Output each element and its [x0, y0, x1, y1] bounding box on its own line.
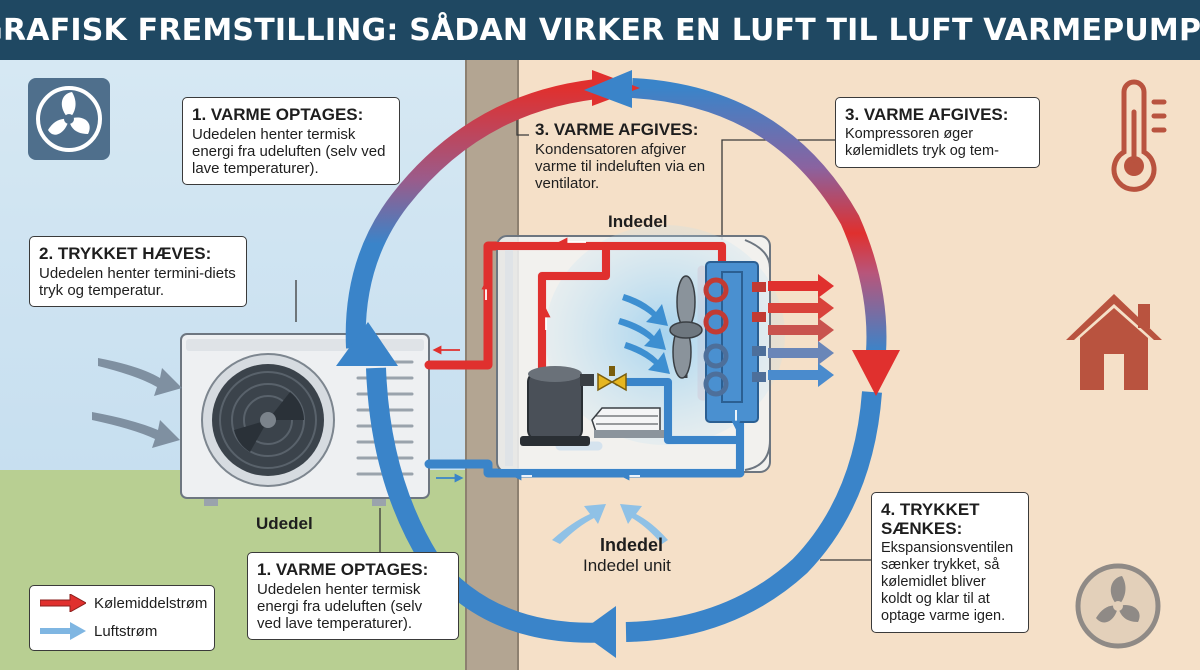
callout-title: 2. TRYKKET HÆVES:: [39, 244, 212, 263]
callout-body: Udedelen henter termini-diets tryk og te…: [39, 265, 236, 299]
callout-title: 3. VARME AFGIVES:: [845, 105, 1009, 124]
callout-title: 1. VARME OPTAGES:: [192, 105, 364, 124]
outdoor-intake-arrows: [92, 358, 182, 448]
fan-icon: [1075, 563, 1161, 649]
legend-item-airflow: Luftstrøm: [40, 622, 157, 640]
legend-item-refrigerant: Kølemiddelstrøm: [40, 594, 207, 612]
legend-label: Luftstrøm: [94, 622, 158, 640]
indoor-pipes: [493, 242, 744, 477]
expansion-valve: [597, 366, 627, 392]
pipe-flow-markers: [432, 237, 741, 483]
indoor-unit-label: Indedel: [608, 212, 668, 231]
callout-body: Udedelen henter termisk energi fra udelu…: [192, 126, 386, 177]
warm-air-output-arrows: [768, 274, 834, 387]
callout-body: Kondensatoren afgiver varme til indeluft…: [535, 141, 706, 192]
callout-pressure-raised: 2. TRYKKET HÆVES: Udedelen henter termin…: [29, 236, 247, 307]
callout-body: Kompressoren øger kølemidlets tryk og te…: [845, 126, 999, 159]
callout-title: 3. VARME AFGIVES:: [535, 120, 699, 139]
fan-icon: [28, 78, 110, 160]
callout-title: 4. TRYKKET SÆNKES:: [881, 500, 980, 538]
condenser-coil: [703, 261, 766, 423]
callout-body: Ekspansionsventilen sænker trykket, så k…: [881, 540, 1014, 624]
outdoor-unit-label: Udedel: [256, 514, 313, 533]
callout-body: Udedelen henter termisk energi fra udelu…: [257, 581, 423, 632]
page-title: GRAFISK FREMSTILLING: SÅDAN VIRKER EN LU…: [0, 12, 1200, 48]
house-icon: [1066, 294, 1162, 390]
indoor-return-arrows: [552, 504, 668, 544]
callout-title: 1. VARME OPTAGES:: [257, 560, 429, 579]
callout-heat-absorbed-bottom: 1. VARME OPTAGES: Udedelen henter termis…: [247, 552, 459, 640]
callout-heat-absorbed-top: 1. VARME OPTAGES: Udedelen henter termis…: [182, 97, 400, 185]
legend-label: Kølemiddelstrøm: [94, 594, 208, 612]
compressor: [520, 366, 594, 446]
red-arrow-icon: [40, 594, 86, 612]
indoor-unit-caption: Indedel: [600, 535, 664, 555]
indoor-airflow-arrows: [618, 294, 670, 374]
thermometer-icon: [1111, 79, 1167, 192]
page-header: GRAFISK FREMSTILLING: SÅDAN VIRKER EN LU…: [0, 0, 1200, 60]
indoor-unit-subcaption: Indedel unit: [583, 556, 671, 575]
callout-heat-released-right: 3. VARME AFGIVES: Kompressoren øger køle…: [835, 97, 1040, 168]
refrigerant-cycle-arcs: [345, 78, 887, 643]
cycle-arrowheads: [336, 70, 900, 658]
callout-heat-released-center: 3. VARME AFGIVES: Kondensatoren afgiver …: [529, 116, 721, 196]
evaporator-plate: [591, 407, 664, 438]
legend: Kølemiddelstrøm Luftstrøm: [29, 585, 215, 651]
callout-pressure-lowered: 4. TRYKKET SÆNKES: Ekspansionsventilen s…: [871, 492, 1029, 633]
indoor-fan: [669, 275, 703, 379]
blue-arrow-icon: [40, 622, 86, 640]
